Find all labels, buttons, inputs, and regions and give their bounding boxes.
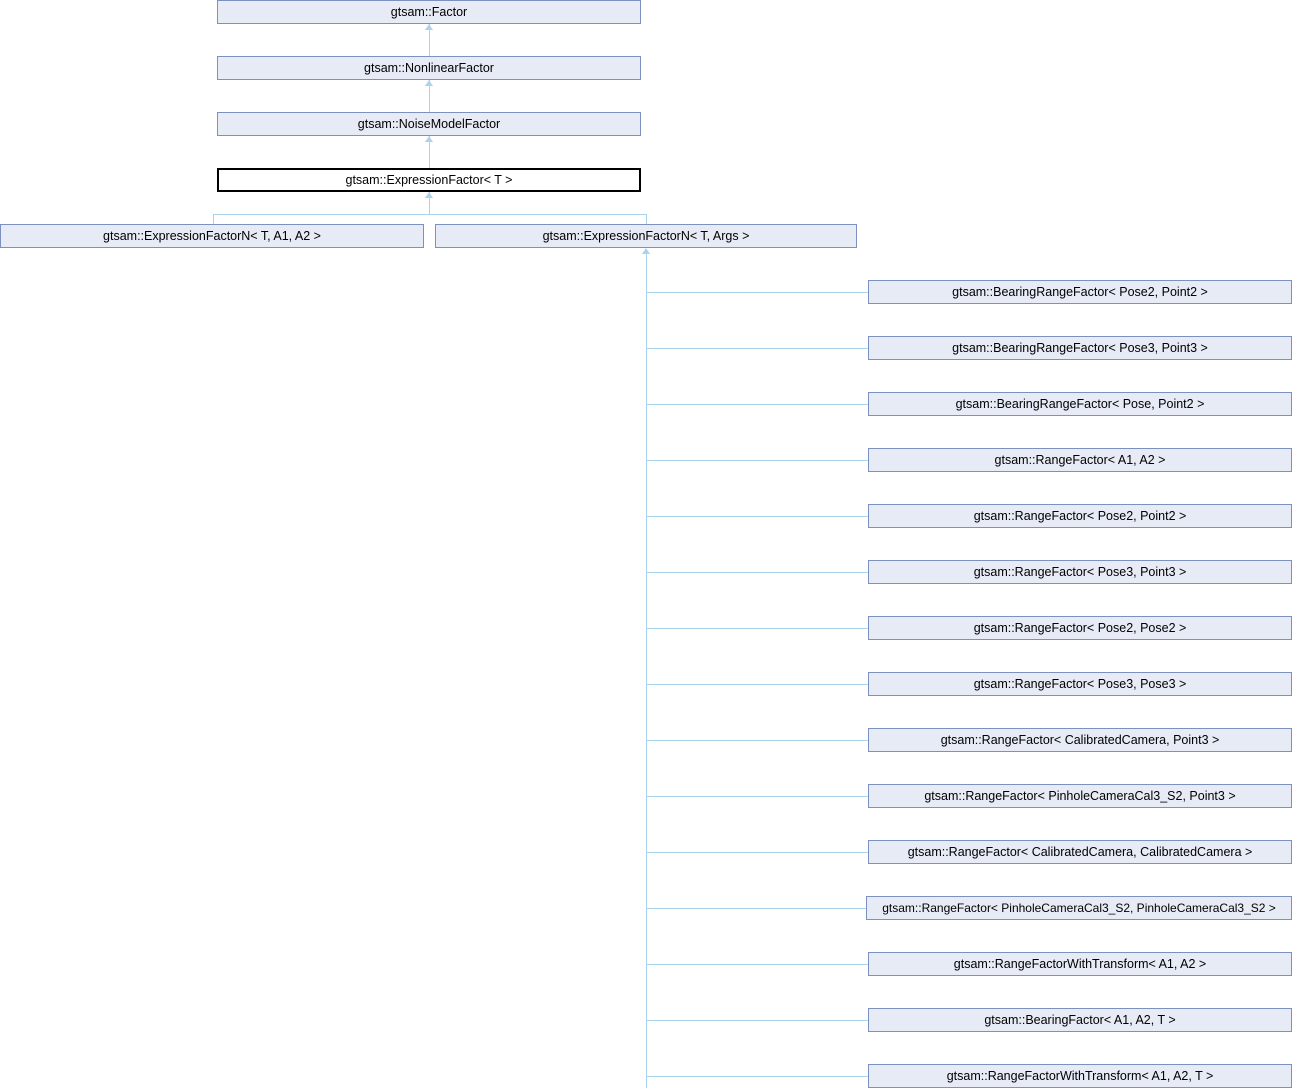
edge-branch-12 [646, 908, 866, 909]
node-bearingrangefactor-pose2-point2[interactable]: gtsam::BearingRangeFactor< Pose2, Point2… [868, 280, 1292, 304]
node-gtsam-expressionfactorn-t-a1-a2[interactable]: gtsam::ExpressionFactorN< T, A1, A2 > [0, 224, 424, 248]
node-label: gtsam::RangeFactor< CalibratedCamera, Po… [940, 733, 1220, 747]
node-label: gtsam::ExpressionFactorN< T, Args > [542, 229, 750, 243]
node-rangefactor-pose2-point2[interactable]: gtsam::RangeFactor< Pose2, Point2 > [868, 504, 1292, 528]
node-label: gtsam::RangeFactor< PinholeCameraCal3_S2… [882, 901, 1276, 915]
edge-bracket-horizontal [213, 214, 647, 215]
node-rangefactor-pose3-point3[interactable]: gtsam::RangeFactor< Pose3, Point3 > [868, 560, 1292, 584]
node-rangefactor-pinholecameracal3s2-pinholecameracal3s2[interactable]: gtsam::RangeFactor< PinholeCameraCal3_S2… [866, 896, 1292, 920]
edge-factor-nonlinearfactor [429, 24, 430, 56]
node-gtsam-factor[interactable]: gtsam::Factor [217, 0, 641, 24]
node-rangefactor-pose2-pose2[interactable]: gtsam::RangeFactor< Pose2, Pose2 > [868, 616, 1292, 640]
node-gtsam-nonlinearfactor[interactable]: gtsam::NonlinearFactor [217, 56, 641, 80]
node-gtsam-expressionfactor-t[interactable]: gtsam::ExpressionFactor< T > [217, 168, 641, 192]
node-label: gtsam::RangeFactor< Pose2, Point2 > [973, 509, 1187, 523]
node-rangefactorwithtransform-a1-a2-t[interactable]: gtsam::RangeFactorWithTransform< A1, A2,… [868, 1064, 1292, 1088]
node-label: gtsam::BearingFactor< A1, A2, T > [984, 1013, 1176, 1027]
node-label: gtsam::RangeFactor< PinholeCameraCal3_S2… [924, 789, 1236, 803]
node-label: gtsam::RangeFactor< Pose2, Pose2 > [973, 621, 1187, 635]
edge-branch-11 [646, 852, 868, 853]
node-gtsam-noisemodelfactor[interactable]: gtsam::NoiseModelFactor [217, 112, 641, 136]
node-rangefactor-calibratedcamera-calibratedcamera[interactable]: gtsam::RangeFactor< CalibratedCamera, Ca… [868, 840, 1292, 864]
arrowhead-expressionfactor [425, 192, 433, 198]
arrowhead-factor [425, 24, 433, 30]
node-label: gtsam::RangeFactor< Pose3, Point3 > [973, 565, 1187, 579]
edge-branch-14 [646, 1020, 868, 1021]
edge-branch-9 [646, 740, 868, 741]
arrowhead-noisemodelfactor [425, 136, 433, 142]
node-label: gtsam::ExpressionFactorN< T, A1, A2 > [103, 229, 321, 243]
node-label: gtsam::RangeFactor< Pose3, Pose3 > [973, 677, 1187, 691]
edge-branch-6 [646, 572, 868, 573]
node-label: gtsam::BearingRangeFactor< Pose2, Point2… [952, 285, 1208, 299]
edge-bracket-left-drop [213, 214, 214, 224]
node-rangefactor-pose3-pose3[interactable]: gtsam::RangeFactor< Pose3, Pose3 > [868, 672, 1292, 696]
node-label: gtsam::RangeFactor< A1, A2 > [994, 453, 1166, 467]
node-rangefactorwithtransform-a1-a2[interactable]: gtsam::RangeFactorWithTransform< A1, A2 … [868, 952, 1292, 976]
edge-derived-trunk [646, 254, 647, 1088]
node-label: gtsam::NonlinearFactor [364, 61, 494, 75]
node-rangefactor-pinholecameracal3s2-point3[interactable]: gtsam::RangeFactor< PinholeCameraCal3_S2… [868, 784, 1292, 808]
node-rangefactor-a1-a2[interactable]: gtsam::RangeFactor< A1, A2 > [868, 448, 1292, 472]
node-bearingrangefactor-pose-point2[interactable]: gtsam::BearingRangeFactor< Pose, Point2 … [868, 392, 1292, 416]
arrowhead-expressionfactorn-args [642, 248, 650, 254]
arrowhead-nonlinearfactor [425, 80, 433, 86]
edge-branch-3 [646, 404, 868, 405]
node-bearingrangefactor-pose3-point3[interactable]: gtsam::BearingRangeFactor< Pose3, Point3… [868, 336, 1292, 360]
node-label: gtsam::RangeFactorWithTransform< A1, A2 … [953, 957, 1207, 971]
edge-bracket-right-drop [646, 214, 647, 224]
edge-branch-1 [646, 292, 868, 293]
edge-branch-8 [646, 684, 868, 685]
edge-branch-13 [646, 964, 868, 965]
node-label: gtsam::NoiseModelFactor [357, 117, 501, 131]
edge-branch-15 [646, 1076, 868, 1077]
edge-branch-2 [646, 348, 868, 349]
edge-branch-5 [646, 516, 868, 517]
edge-expressionfactor-stub [429, 192, 430, 214]
node-label: gtsam::BearingRangeFactor< Pose, Point2 … [955, 397, 1205, 411]
edge-branch-7 [646, 628, 868, 629]
node-gtsam-expressionfactorn-t-args[interactable]: gtsam::ExpressionFactorN< T, Args > [435, 224, 857, 248]
node-label: gtsam::Factor [390, 5, 468, 19]
node-rangefactor-calibratedcamera-point3[interactable]: gtsam::RangeFactor< CalibratedCamera, Po… [868, 728, 1292, 752]
edge-branch-4 [646, 460, 868, 461]
node-label: gtsam::RangeFactorWithTransform< A1, A2,… [946, 1069, 1214, 1083]
edge-branch-10 [646, 796, 868, 797]
node-label: gtsam::BearingRangeFactor< Pose3, Point3… [952, 341, 1208, 355]
node-bearingfactor-a1-a2-t[interactable]: gtsam::BearingFactor< A1, A2, T > [868, 1008, 1292, 1032]
edge-noisemodelfactor-expressionfactor [429, 136, 430, 168]
edge-nonlinearfactor-noisemodelfactor [429, 80, 430, 112]
node-label: gtsam::ExpressionFactor< T > [345, 173, 513, 187]
node-label: gtsam::RangeFactor< CalibratedCamera, Ca… [907, 845, 1253, 859]
